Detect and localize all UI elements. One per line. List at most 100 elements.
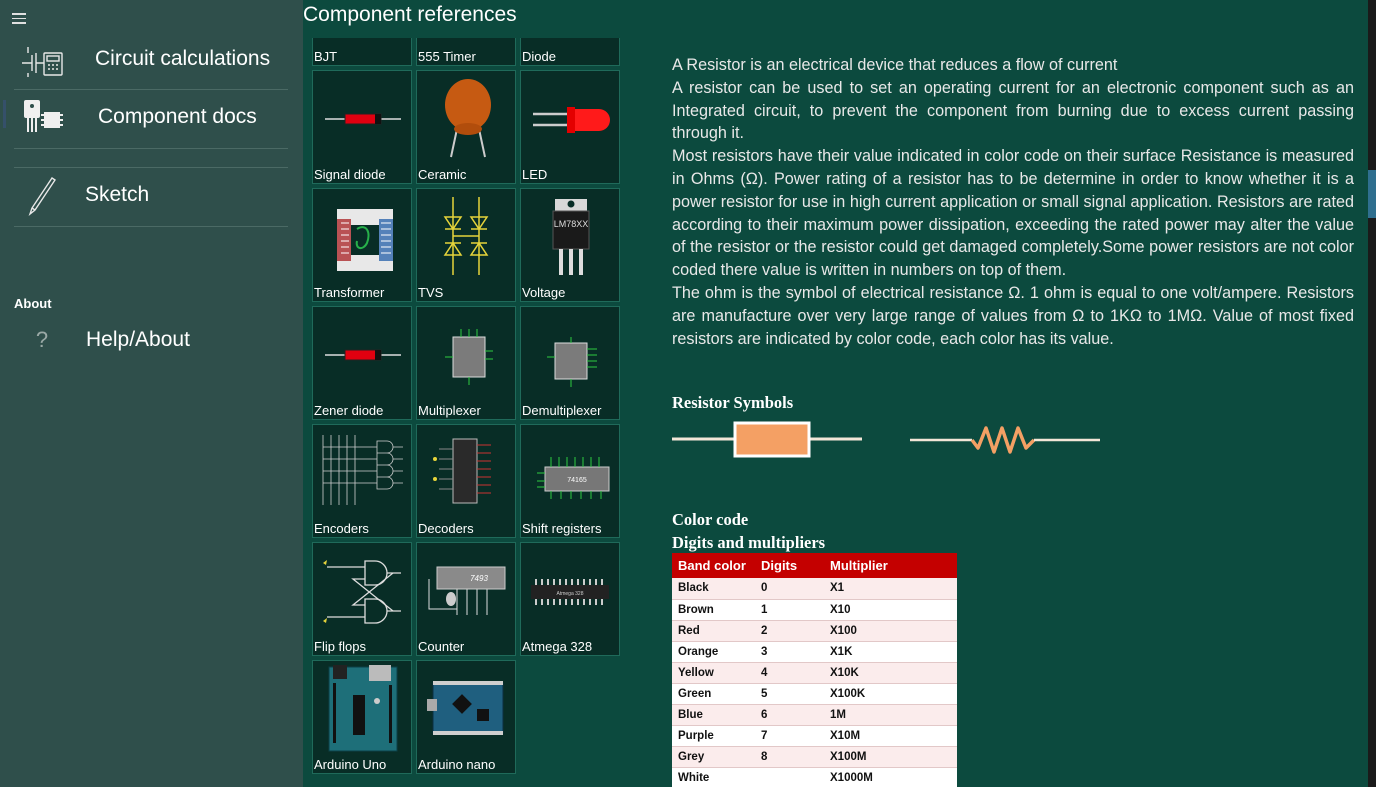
encoder-logic-image <box>322 435 403 505</box>
chip-marking: 74165 <box>567 477 587 484</box>
table-cell: 1 <box>755 599 824 621</box>
article-paragraph: The ohm is the symbol of electrical resi… <box>672 283 1354 348</box>
tile-label: Voltage <box>522 285 566 300</box>
tile-label: Multiplexer <box>418 403 481 418</box>
component-tile-bjt[interactable]: BJT <box>312 38 412 66</box>
navigation-pane: Circuit calculations Component docs <box>0 0 303 787</box>
table-cell: Blue <box>672 704 755 727</box>
table-cell: X10 <box>824 599 957 621</box>
tile-label: 555 Timer <box>418 49 476 64</box>
nav-divider <box>14 167 288 168</box>
table-cell: X100 <box>824 620 957 642</box>
tile-label: Atmega 328 <box>522 639 593 654</box>
chip-marking: Atmega 328 <box>557 591 584 597</box>
nav-label: Circuit calculations <box>95 47 271 70</box>
component-tile-shift-registers[interactable]: 74165 Shift registers <box>520 424 620 538</box>
table-cell: X10K <box>824 662 957 684</box>
component-tile-atmega-328[interactable]: Atmega 328 Atmega 328 <box>520 542 620 656</box>
tile-label: Diode <box>522 49 556 64</box>
tile-label: BJT <box>314 49 338 64</box>
nav-item-component-docs[interactable]: Component docs <box>14 94 288 140</box>
table-cell: 0 <box>755 578 824 600</box>
component-tile-tvs[interactable]: TVS <box>416 188 516 302</box>
about-section-header: About <box>14 296 52 311</box>
component-tile-transformer[interactable]: Transformer <box>312 188 412 302</box>
component-tile-decoders[interactable]: Decoders <box>416 424 516 538</box>
tile-label: Signal diode <box>314 167 386 182</box>
component-tile-arduino-nano[interactable]: Arduino nano <box>416 660 516 774</box>
table-cell: X100K <box>824 683 957 706</box>
component-tile-arduino-uno[interactable]: Arduino Uno <box>312 660 412 774</box>
chip-marking: LM78XX <box>554 219 589 229</box>
pencil-icon <box>14 172 70 218</box>
selection-indicator <box>3 100 6 128</box>
component-article: A Resistor is an electrical device that … <box>672 54 1354 350</box>
table-cell: X1 <box>824 578 957 600</box>
tile-label: LED <box>522 167 548 182</box>
signal-diode-image <box>325 113 401 125</box>
component-tile-diode[interactable]: Diode <box>520 38 620 66</box>
arduino-nano-image <box>427 681 504 735</box>
table-cell: 7 <box>755 725 824 748</box>
atmega-chip-image: Atmega 328 <box>531 579 609 605</box>
tile-label: Transformer <box>314 285 385 300</box>
component-tile-zener-diode[interactable]: Zener diode <box>312 306 412 420</box>
component-grid[interactable]: BJT 555 Timer Diode Signal diode Cerami <box>312 38 624 787</box>
table-cell <box>755 767 824 787</box>
component-tile-555-timer[interactable]: 555 Timer <box>416 38 516 66</box>
component-tile-flip-flops[interactable]: Flip flops <box>312 542 412 656</box>
table-cell: 5 <box>755 683 824 706</box>
article-paragraph: A Resistor is an electrical device that … <box>672 56 1118 74</box>
nav-label: Sketch <box>85 183 150 206</box>
tile-label: Decoders <box>418 521 474 536</box>
component-tile-ceramic[interactable]: Ceramic <box>416 70 516 184</box>
resistor-symbols-heading: Resistor Symbols <box>672 393 794 412</box>
tile-label: Arduino nano <box>418 757 496 772</box>
table-cell: White <box>672 767 755 787</box>
circuit-calculator-icon <box>14 36 70 82</box>
component-tile-encoders[interactable]: Encoders <box>312 424 412 538</box>
tile-label: TVS <box>418 285 444 300</box>
nav-item-help-about[interactable]: ? Help/About <box>14 317 288 363</box>
nav-item-sketch[interactable]: Sketch <box>14 172 288 218</box>
tile-label: Counter <box>418 639 465 654</box>
color-code-heading: Color code <box>672 510 749 529</box>
shift-register-image: 74165 <box>537 457 610 499</box>
component-tile-counter[interactable]: 7493 Counter <box>416 542 516 656</box>
table-cell: Purple <box>672 725 755 748</box>
flip-flop-logic-image <box>323 560 401 624</box>
table-cell: 2 <box>755 620 824 642</box>
component-tile-multiplexer[interactable]: Multiplexer <box>416 306 516 420</box>
table-cell: 6 <box>755 704 824 727</box>
nav-divider <box>14 89 288 90</box>
table-cell: Yellow <box>672 662 755 684</box>
table-cell: Grey <box>672 746 755 769</box>
hamburger-menu-icon[interactable] <box>12 10 34 28</box>
nav-divider <box>14 148 288 149</box>
component-tile-voltage[interactable]: LM78XX Voltage <box>520 188 620 302</box>
table-cell: 8 <box>755 746 824 769</box>
table-cell: Orange <box>672 641 755 663</box>
demultiplexer-image <box>547 337 597 387</box>
table-cell: Black <box>672 578 755 600</box>
component-tile-demultiplexer[interactable]: Demultiplexer <box>520 306 620 420</box>
question-icon: ? <box>35 327 49 352</box>
scrollbar-thumb[interactable] <box>1368 170 1376 218</box>
nav-label: Component docs <box>98 105 257 128</box>
nav-item-circuit-calculations[interactable]: Circuit calculations <box>14 36 288 82</box>
column-header: Digits <box>755 553 824 578</box>
transformer-image <box>337 209 393 271</box>
table-header-row: Band color Digits Multiplier <box>672 553 957 578</box>
component-tile-signal-diode[interactable]: Signal diode <box>312 70 412 184</box>
component-tile-led[interactable]: LED <box>520 70 620 184</box>
voltage-regulator-image: LM78XX <box>552 199 590 275</box>
table-cell: 1M <box>824 704 957 727</box>
